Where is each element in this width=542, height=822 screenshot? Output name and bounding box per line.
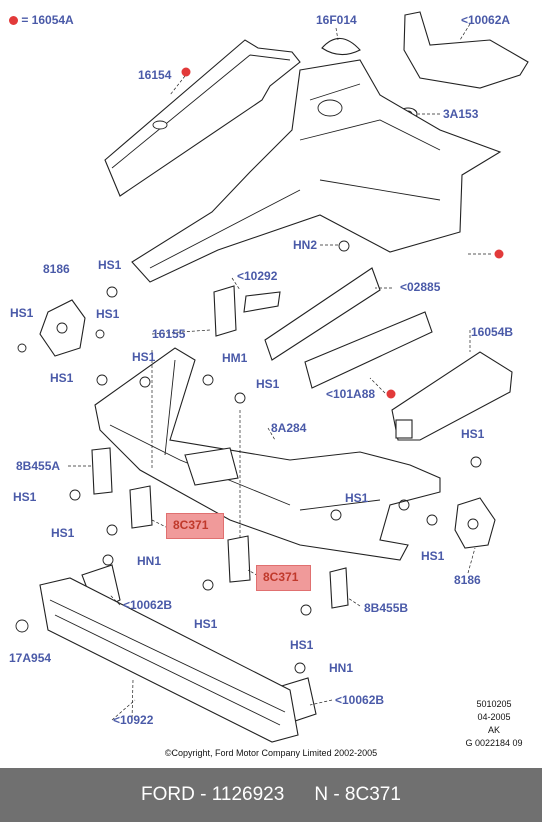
label-hs1-e: HS1 xyxy=(50,371,74,385)
mount-8c371-left xyxy=(129,485,153,529)
bar-02885 xyxy=(264,267,381,361)
label-10062b-right: <10062B xyxy=(335,693,385,707)
meta-line-4: G 0022184 09 xyxy=(465,738,523,748)
label-hs1-f: HS1 xyxy=(256,377,280,391)
member-16054b xyxy=(391,351,513,441)
bumper-beam-10922 xyxy=(39,577,299,743)
subframe-8a284 xyxy=(94,347,441,561)
highlight-8c371-right[interactable]: 8C371 xyxy=(256,565,311,591)
meta-line-2: 04-2005 xyxy=(477,712,511,722)
bar-101a88 xyxy=(304,311,433,389)
bolts xyxy=(17,240,482,674)
label-hs1-j: HS1 xyxy=(51,526,75,540)
label-3a153: 3A153 xyxy=(443,107,479,121)
label-16155: 16155 xyxy=(152,327,186,341)
label-8a284: 8A284 xyxy=(271,421,307,435)
side-member-16154 xyxy=(104,39,301,197)
label-hs1-i: HS1 xyxy=(345,491,369,505)
highlight-8c371-left-text: 8C371 xyxy=(173,518,209,532)
label-16054b: 16054B xyxy=(471,325,514,339)
label-10062a: <10062A xyxy=(461,13,511,27)
upper-frame-rail xyxy=(131,59,502,283)
legend: = 16054A xyxy=(9,13,74,27)
highlight-8c371-left[interactable]: 8C371 xyxy=(166,513,224,539)
label-16154: 16154 xyxy=(138,68,172,82)
legend-dot-icon xyxy=(9,16,18,26)
label-8b455b: 8B455B xyxy=(364,601,409,615)
exploded-view-drawing xyxy=(15,11,529,743)
label-02885: <02885 xyxy=(400,280,441,294)
meta-line-3: AK xyxy=(487,725,500,735)
label-hs1-h: HS1 xyxy=(13,490,37,504)
label-hn2: HN2 xyxy=(293,238,318,252)
label-hs1-g: HS1 xyxy=(461,427,485,441)
legend-code: = 16054A xyxy=(21,13,74,27)
label-hs1-a: HS1 xyxy=(98,258,122,272)
mount-8c371-right xyxy=(227,535,251,583)
label-8b455a: 8B455A xyxy=(16,459,61,473)
label-hn1-a: HN1 xyxy=(137,554,162,568)
label-hs1-b: HS1 xyxy=(10,306,34,320)
label-hs1-c: HS1 xyxy=(96,307,120,321)
footer-part-number: FORD - 1126923 xyxy=(141,784,285,805)
label-hs1-l: HS1 xyxy=(194,617,218,631)
label-hs1-d: HS1 xyxy=(132,350,156,364)
footer-code: N - 8C371 xyxy=(314,784,401,805)
label-8186-bottom: 8186 xyxy=(454,573,481,587)
footer-bar: FORD - 1126923 N - 8C371 xyxy=(0,768,542,822)
meta-line-1: 5010205 xyxy=(476,699,512,709)
parts-diagram: = 16054A 16F014 <10062A 16154 3A153 HN2 … xyxy=(9,11,530,758)
drawing-metadata: 5010205 04-2005 AK G 0022184 09 xyxy=(458,698,530,750)
bracket-10062a xyxy=(403,11,529,89)
label-hs1-m: HS1 xyxy=(290,638,314,652)
label-17a954: 17A954 xyxy=(9,651,52,665)
label-8186-top: 8186 xyxy=(43,262,70,276)
label-hn1-b: HN1 xyxy=(329,661,354,675)
cap-16f014 xyxy=(321,37,361,56)
highlight-8c371-right-text: 8C371 xyxy=(263,570,299,584)
label-16f014: 16F014 xyxy=(316,13,357,27)
label-hm1: HM1 xyxy=(222,351,248,365)
copyright-notice: ©Copyright, Ford Motor Company Limited 2… xyxy=(164,748,378,758)
label-10922: <10922 xyxy=(113,713,154,727)
label-hs1-k: HS1 xyxy=(421,549,445,563)
label-10062b-left: <10062B xyxy=(123,598,173,612)
label-10292: <10292 xyxy=(237,269,278,283)
label-101a88: <101A88 xyxy=(326,387,376,401)
